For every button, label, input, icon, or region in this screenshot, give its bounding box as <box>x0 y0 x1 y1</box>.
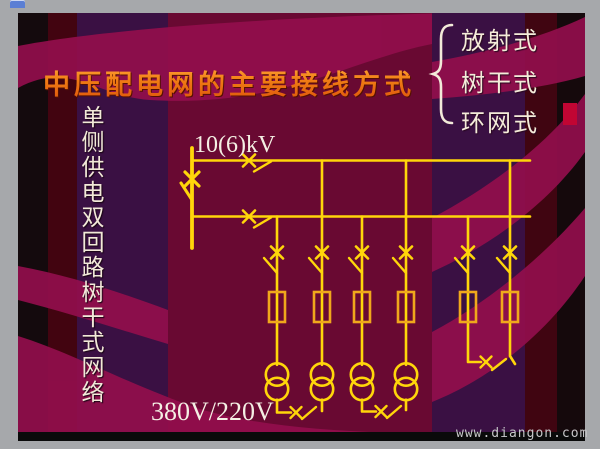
slide-bottom-bar <box>18 432 585 441</box>
red-square-decoration <box>563 103 577 125</box>
wiring-method-trunk: 树干式 <box>461 70 539 97</box>
lv-voltage-label: 380V/220V <box>151 397 274 426</box>
side-vertical-label: 单侧供电双回路树干式网络 <box>78 105 104 405</box>
brace-icon <box>428 23 454 125</box>
watermark: www.diangon.com <box>456 426 589 441</box>
hv-voltage-label: 10(6)kV <box>194 132 276 158</box>
ribbon-decoration <box>18 13 585 433</box>
slide-background-art <box>18 13 585 433</box>
wiring-method-radial: 放射式 <box>461 28 539 55</box>
window-titlebar <box>0 0 600 13</box>
presentation-slide <box>18 13 585 433</box>
wiring-method-ring: 环网式 <box>461 110 539 137</box>
slide-title: 中压配电网的主要接线方式 <box>43 63 415 102</box>
window-icon[interactable] <box>10 0 25 8</box>
circuit-diagram <box>179 146 532 421</box>
